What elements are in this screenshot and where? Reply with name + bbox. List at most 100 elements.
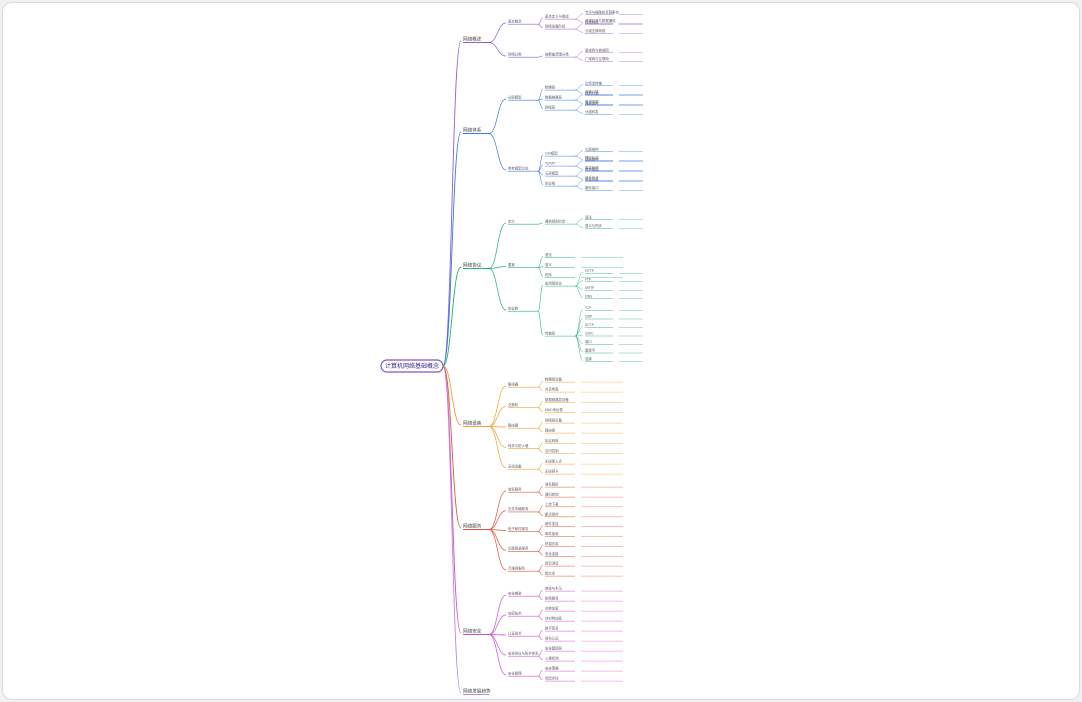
leaf-label[interactable]: 传输介质 [585,89,599,94]
item-label[interactable]: 安全协议与防护体系 [508,650,539,655]
child-label[interactable]: 网络层设备 [545,418,563,423]
child-label[interactable]: 数据链路层 [545,95,563,100]
child-label[interactable]: 访问控制 [545,448,559,453]
leaf-label[interactable]: 连接 [585,356,592,361]
child-label[interactable]: 非对称加密 [545,616,563,621]
branch-label-0[interactable]: 网络概述 [463,36,482,43]
item-label[interactable]: 定义 [508,218,515,223]
branch-label-3[interactable]: 网络设备 [463,420,482,427]
child-label[interactable]: 安全连接 [545,551,559,556]
item-label[interactable]: 集线器 [508,381,519,386]
child-label[interactable]: 病毒与木马 [545,586,563,591]
child-label[interactable]: 身份认证 [545,636,559,641]
leaf-label[interactable]: 端口 [585,339,592,344]
leaf-label[interactable]: SCTP [585,323,594,327]
child-label[interactable]: 递归查询 [545,492,559,497]
child-label[interactable]: 超文本 [545,571,556,576]
leaf-label[interactable]: 事实标准 [585,165,599,170]
leaf-label[interactable]: 理论标准 [585,155,599,160]
child-label[interactable]: 共享带宽 [545,387,559,392]
item-label[interactable]: 交换机 [508,402,519,407]
branch-label-4[interactable]: 网络服务 [463,523,482,530]
child-label[interactable]: 邮件接收 [545,531,559,536]
leaf-label[interactable]: 局域网与城域网 [585,47,609,52]
leaf-label[interactable]: FTP [585,277,591,281]
child-label[interactable]: 通信规则约定 [545,219,566,224]
leaf-label[interactable]: 终端网络 [585,19,599,24]
leaf-label[interactable]: 七层结构 [585,146,599,151]
item-label[interactable]: 参考模型比较 [508,165,529,170]
leaf-label[interactable]: 服务接口 [585,185,599,190]
child-label[interactable]: 安全策略 [545,666,559,671]
child-label[interactable]: 传输层 [545,331,556,336]
item-label[interactable]: 万维网服务 [508,565,526,570]
item-label[interactable]: 网络分类 [508,51,522,56]
leaf-label[interactable]: DNS [585,294,592,298]
leaf-label[interactable]: 套接字 [585,348,596,353]
item-label[interactable]: 远程登录服务 [508,546,529,551]
child-label[interactable]: 网络层 [545,105,556,110]
branch-label-1[interactable]: 网络体系 [463,127,482,134]
leaf-label[interactable]: QUIC [585,332,594,336]
child-label[interactable]: MAC地址表 [545,407,563,412]
child-label[interactable]: 数字签名 [545,626,559,631]
child-label[interactable]: 上传下载 [545,501,559,506]
leaf-label[interactable]: 教学模型 [585,166,599,171]
child-label[interactable]: 按覆盖范围分类 [545,52,569,57]
leaf-label[interactable]: 分组转发 [585,109,599,114]
child-label[interactable]: 语法 [545,252,552,257]
leaf-label[interactable]: SMTP [585,286,594,290]
leaf-label[interactable]: HTTP [585,269,594,273]
root-label[interactable]: 计算机网络基础概念 [385,362,439,370]
leaf-label[interactable]: 协议分层 [585,176,599,181]
child-label[interactable]: 协议转换 [545,438,559,443]
leaf-label[interactable]: 语义与同步 [585,223,603,228]
item-label[interactable]: 安全威胁 [508,590,522,595]
child-label[interactable]: 断点续传 [545,511,559,516]
child-label[interactable]: 邮件发送 [545,521,559,526]
leaf-label[interactable]: 分组交换网络 [585,28,606,33]
leaf-label[interactable]: 帧的封装 [585,90,599,95]
child-label[interactable]: 基本定义与组成 [545,14,569,19]
child-label[interactable]: 风险评估 [545,676,559,681]
item-label[interactable]: 文件传输服务 [508,506,529,511]
item-label[interactable]: 协议族 [508,305,519,310]
child-label[interactable]: 入侵检测 [545,656,559,661]
item-label[interactable]: 要素 [508,262,515,267]
child-label[interactable]: 拒绝服务 [545,596,559,601]
child-label[interactable]: OSI模型 [545,151,558,156]
child-label[interactable]: 网页浏览 [545,561,559,566]
leaf-label[interactable]: 节点与链路的互联集合 [585,9,620,14]
child-label[interactable]: 物理层 [545,85,556,90]
item-label[interactable]: 域名服务 [508,486,522,491]
child-label[interactable]: 应用层协议 [545,281,563,286]
leaf-label[interactable]: TCP [584,306,591,310]
leaf-label[interactable]: 四层结构 [585,156,599,161]
branch-label-5[interactable]: 网络安全 [463,628,482,635]
leaf-label[interactable]: 语法 [585,214,592,219]
item-label[interactable]: 网关与防火墙 [508,443,529,448]
item-label[interactable]: 分层模型 [508,94,522,99]
item-label[interactable]: 电子邮件服务 [508,526,529,531]
item-label[interactable]: 安全管理 [508,670,522,675]
child-label[interactable]: 域名解析 [545,482,559,487]
branch-label-6[interactable]: 网络发展趋势 [463,688,491,695]
child-label[interactable]: TCP/IP [544,162,555,166]
child-label[interactable]: 网络发展阶段 [545,24,566,29]
leaf-label[interactable]: 路由选择 [585,100,599,105]
child-label[interactable]: 对称加密 [545,606,559,611]
child-label[interactable]: 协议栈 [545,181,556,186]
child-label[interactable]: 终端仿真 [545,541,559,546]
child-label[interactable]: 物理层设备 [545,377,563,382]
item-label[interactable]: 认证技术 [508,630,522,635]
child-label[interactable]: 路由表 [545,428,556,433]
child-label[interactable]: 无线接入点 [545,459,563,464]
leaf-label[interactable]: 综合优点 [585,175,599,180]
leaf-label[interactable]: UDP [585,315,592,319]
item-label[interactable]: 路由器 [508,422,519,427]
item-label[interactable]: 无线设备 [508,463,522,468]
leaf-label[interactable]: 差错控制 [585,99,599,104]
child-label[interactable]: 五层模型 [545,171,559,176]
leaf-label[interactable]: 比特流传输 [585,80,603,85]
child-label[interactable]: 安全套接层 [545,646,563,651]
